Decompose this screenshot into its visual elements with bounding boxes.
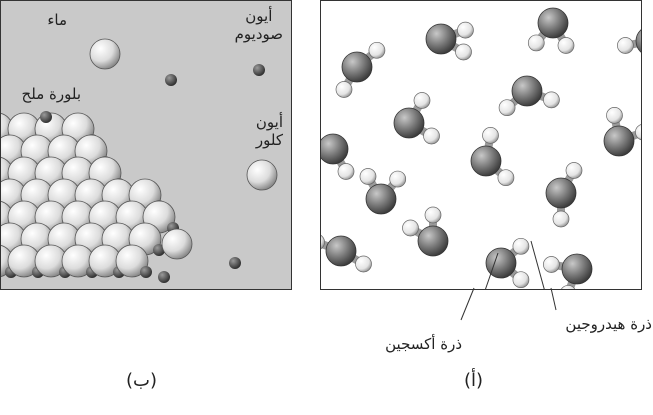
water-molecule (470, 127, 515, 187)
hydrogen-atom (497, 169, 515, 187)
chloride-ion-label: أيون كلور (256, 113, 283, 149)
oxygen-atom (321, 133, 349, 165)
water-molecule (321, 235, 372, 273)
water-label: ماء (47, 11, 67, 29)
chloride-ion-label-line1: أيون (255, 113, 283, 131)
sodium-ion-label: أيون صوديوم (235, 7, 283, 43)
water-molecules-drawing (321, 7, 641, 289)
hydrogen-atom (557, 37, 575, 54)
hydrogen-atom-label: ذرة هيدروجين (565, 315, 652, 333)
crystal-sodium-ion (140, 266, 152, 278)
water-molecules (321, 7, 641, 289)
hydrogen-atom (635, 124, 641, 141)
crystal-chloride-ion (115, 244, 149, 278)
oxygen-atom (545, 177, 577, 209)
hydrogen-atom (413, 92, 431, 109)
hydrogen-atom (402, 219, 419, 237)
oxygen-atom (470, 145, 502, 177)
hydrogen-atom (335, 81, 353, 98)
oxygen-atom (425, 23, 457, 55)
hydrogen-atom (424, 206, 442, 224)
hydrogen-atom (457, 21, 474, 39)
water-molecule (321, 133, 355, 180)
oxygen-atom (561, 253, 593, 285)
salt-crystal-label: بلورة ملح (21, 85, 81, 103)
hydrogen-atom (389, 170, 407, 188)
oxygen-atom (485, 247, 517, 279)
water-molecule (393, 92, 440, 145)
hydrogen-atom (543, 91, 560, 109)
water-molecule (527, 7, 575, 54)
oxygen-atom (417, 225, 449, 257)
hydrogen-atom (617, 37, 634, 54)
salt-solution-panel: ماء أيون صوديوم بلورة ملح أيون كلور (0, 0, 292, 290)
caption-a: (أ) (464, 370, 484, 391)
hydrogen-atom (606, 107, 623, 124)
water-molecule (425, 21, 474, 61)
hydrogen-atom (498, 99, 516, 117)
water-molecule (603, 107, 641, 157)
hydrogen-atom (337, 163, 355, 180)
water-molecules-panel (320, 0, 642, 290)
oxygen-atom (603, 125, 635, 157)
hydrogen-atom (512, 271, 530, 289)
chloride-ion-label-line2: كلور (255, 131, 283, 149)
oxygen-atom (537, 7, 569, 39)
oxygen-atom (325, 235, 357, 267)
free-sodium-ions (40, 64, 265, 283)
oxygen-atom (341, 51, 373, 83)
hydrogen-atom (543, 256, 560, 273)
salt-crystal (1, 112, 179, 278)
callout-lines (485, 240, 545, 289)
hydrogen-atom (527, 34, 545, 52)
water-molecule (335, 41, 386, 98)
water-molecule (402, 206, 449, 257)
hydrogen-atom (423, 127, 440, 145)
hydrogen-atom (561, 285, 576, 289)
water-molecule (545, 162, 583, 228)
hydrogen-atom (512, 237, 530, 255)
water-molecule (617, 29, 641, 54)
free-chloride-ions (89, 38, 278, 260)
oxygen-atom (511, 75, 543, 107)
oxygen-atom (393, 107, 425, 139)
water-molecule (498, 75, 560, 117)
sodium-ion-label-line2: صوديوم (234, 25, 283, 43)
hydrogen-atom (359, 168, 377, 185)
water-molecule (359, 168, 407, 215)
hydrogen-atom (368, 41, 386, 59)
oxygen-atom-label: ذرة أكسجين (385, 335, 462, 353)
hydrogen-atom (355, 255, 372, 273)
hydrogen-atom (455, 43, 472, 61)
hydrogen-atom (482, 127, 499, 144)
oxygen-atom (635, 29, 641, 53)
hydrogen-atom (552, 210, 570, 228)
caption-b: (ب) (126, 370, 157, 391)
salt-solution-drawing (1, 38, 278, 283)
water-molecule (485, 237, 530, 289)
sodium-ion-label-line1: أيون (245, 7, 273, 25)
hydrogen-atom (565, 162, 583, 179)
water-molecule (543, 253, 593, 289)
hydrogen-atom (321, 235, 325, 250)
oxygen-atom (365, 183, 397, 215)
